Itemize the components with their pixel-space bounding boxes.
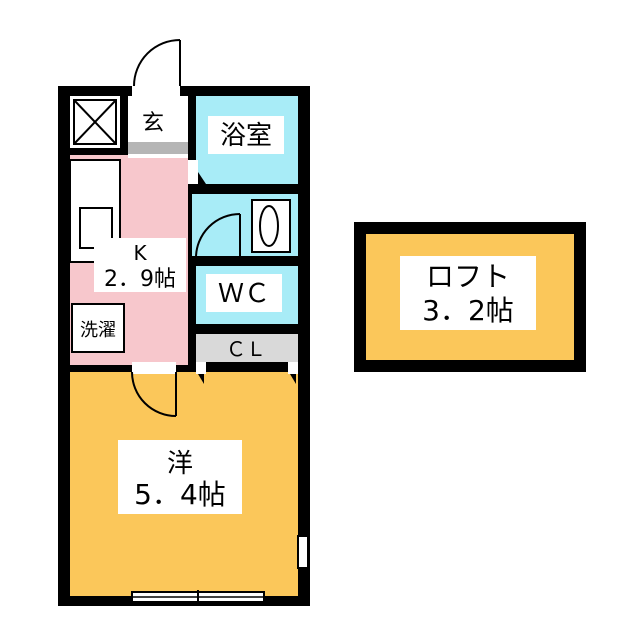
- loft-unit: [354, 222, 586, 372]
- entrance-label: 玄: [142, 111, 164, 136]
- western-room-size: 5．4帖: [134, 478, 226, 511]
- toilet-label: ＷＣ: [218, 279, 270, 309]
- laundry-label: 洗濯: [80, 320, 116, 341]
- bathroom-label: 浴室: [220, 121, 272, 151]
- inner-doorway: [132, 362, 176, 374]
- kitchen-label: K: [133, 241, 147, 265]
- western-room-label: 洋: [167, 449, 193, 479]
- laundry-space: [71, 303, 125, 353]
- loft-label: ロフト: [426, 260, 510, 293]
- loft-size: 3．2帖: [422, 294, 514, 327]
- entrance-step: [128, 142, 188, 154]
- front-door: [133, 39, 181, 87]
- front-door-opening: [132, 84, 180, 98]
- closet-label: ＣＬ: [226, 337, 266, 361]
- kitchen-size: 2．9帖: [104, 267, 176, 292]
- side-window: [297, 535, 309, 569]
